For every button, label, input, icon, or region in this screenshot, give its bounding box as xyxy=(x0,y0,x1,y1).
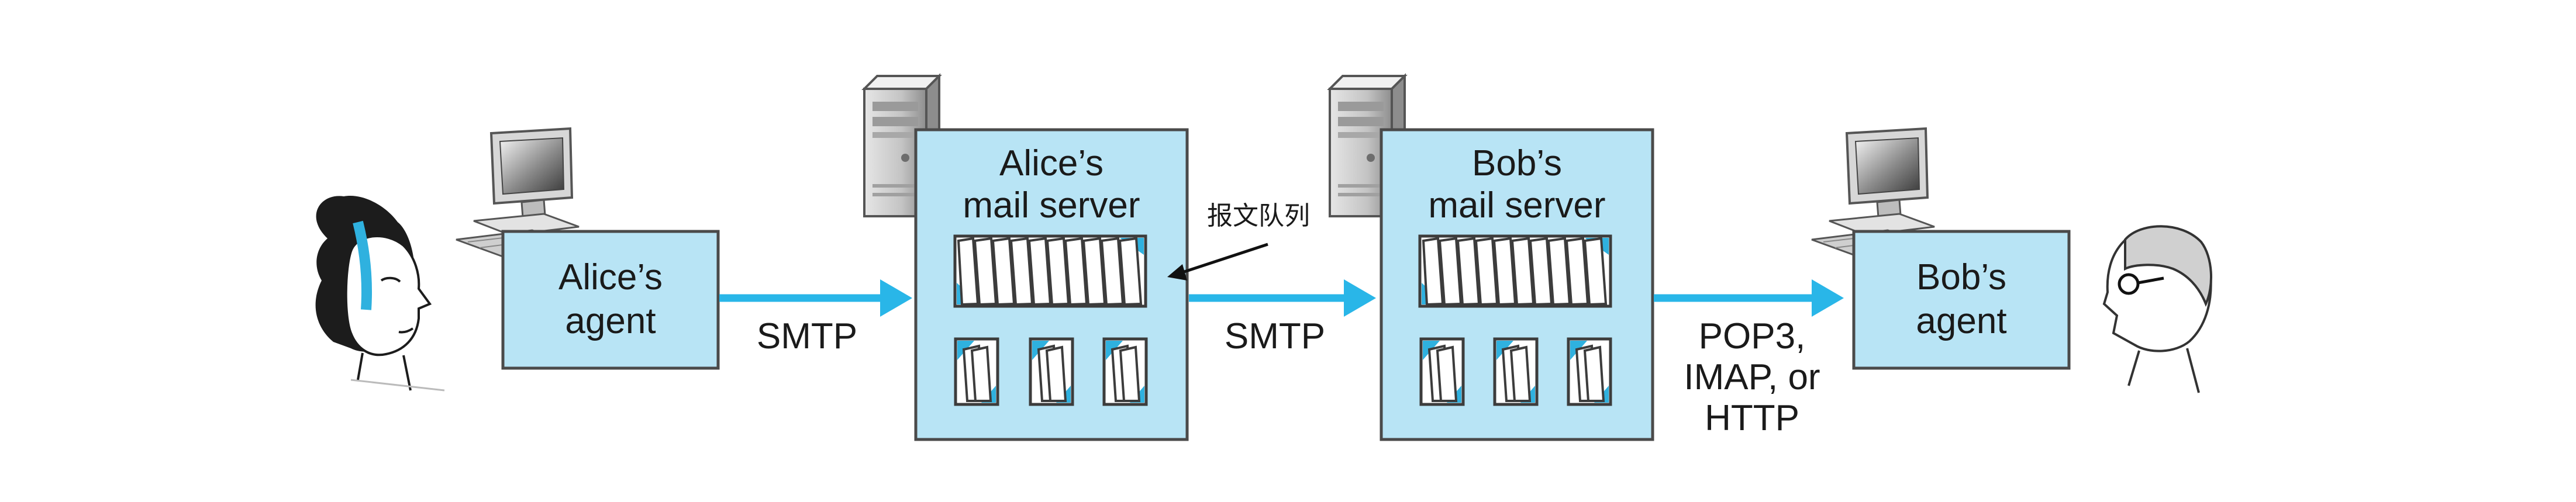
bob-server-label-line2: mail server xyxy=(1428,185,1605,226)
mailbox-icon xyxy=(1104,339,1146,404)
pop3-imap-http-arrow xyxy=(1654,279,1844,317)
bob-server-label-line1: Bob’s xyxy=(1472,143,1562,184)
bob-agent-label-line2: agent xyxy=(1916,301,2006,341)
mailbox-icon xyxy=(1568,339,1611,404)
access-protocol-label-line2: IMAP, or xyxy=(1684,357,1820,397)
alice-server-label-line1: Alice’s xyxy=(999,143,1103,184)
bob-agent-box xyxy=(1852,230,2071,370)
smtp-label-2: SMTP xyxy=(1225,316,1325,356)
smtp-label-1: SMTP xyxy=(757,316,857,356)
message-queue-icon xyxy=(1420,236,1611,306)
mailbox-icon xyxy=(956,339,998,404)
mailbox-icon xyxy=(1030,339,1073,404)
bob-agent-label-line1: Bob’s xyxy=(1916,257,2006,297)
mailbox-icon xyxy=(1421,339,1463,404)
message-queue-icon xyxy=(955,236,1146,306)
callout-pointer-arrow xyxy=(1167,243,1268,281)
smtp-arrow-2 xyxy=(1189,279,1376,317)
alice-agent-box xyxy=(501,230,720,370)
alice-server-label-line2: mail server xyxy=(963,185,1140,226)
woman-user-icon xyxy=(315,196,445,392)
alice-agent-label-line1: Alice’s xyxy=(558,257,663,297)
access-protocol-label-line3: HTTP xyxy=(1705,398,1799,438)
mailbox-icon xyxy=(1495,339,1537,404)
man-user-icon xyxy=(2102,225,2212,393)
access-protocol-label-line1: POP3, xyxy=(1699,316,1806,356)
alice-agent-label-line2: agent xyxy=(565,301,656,341)
smtp-arrow-1 xyxy=(719,279,912,317)
message-queue-callout: 报文队列 xyxy=(1207,201,1310,231)
